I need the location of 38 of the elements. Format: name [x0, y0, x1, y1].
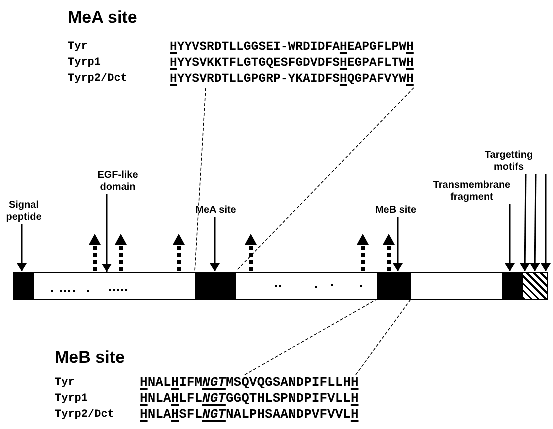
- domain-segment: [12, 272, 34, 300]
- section-heading: MeB site: [55, 348, 125, 368]
- hatched-segment: [522, 272, 548, 300]
- protein-bar: [13, 272, 548, 300]
- row-label: Tyr: [68, 41, 88, 54]
- arrow: [210, 217, 220, 272]
- annotation-label: MeA site: [188, 205, 244, 217]
- leader-line: [236, 88, 414, 272]
- arrow: [541, 174, 551, 272]
- arrow: [102, 194, 112, 272]
- leader-line: [194, 88, 206, 272]
- sequence-text: HNLAHLFLNGTGGQTHLSPNDPIFVLLH: [140, 392, 359, 406]
- arrow: [393, 217, 403, 272]
- sequence-text: HNALHIFMNGTMSQVQGSANDPIFLLHH: [140, 376, 359, 390]
- row-label: Tyrp2/Dct: [55, 409, 114, 422]
- annotation-label: Transmembrane fragment: [432, 180, 512, 204]
- arrow: [530, 174, 540, 272]
- domain-segment: [376, 272, 410, 300]
- section-heading: MeA site: [68, 8, 138, 28]
- leader-line: [356, 299, 412, 376]
- annotation-label: EGF-like domain: [88, 170, 148, 194]
- arrow: [520, 174, 530, 272]
- domain-segment: [194, 272, 236, 300]
- sequence-text: HYYSVKKTFLGTGQESFGDVDFSHEGPAFLTWH: [170, 56, 414, 70]
- annotation-label: MeB site: [368, 205, 424, 217]
- arrow: [17, 224, 27, 272]
- sequence-text: HNLAHSFLNGTNALPHSAANDPVFVVLH: [140, 408, 359, 422]
- arrow: [505, 204, 515, 272]
- sequence-text: HYYVSRDTLLGGSEI-WRDIDFAHEAPGFLPWH: [170, 40, 414, 54]
- row-label: Tyrp2/Dct: [68, 73, 128, 86]
- domain-segment: [502, 272, 522, 300]
- row-label: Tyr: [55, 377, 75, 390]
- annotation-label: Targetting motifs: [470, 150, 548, 174]
- sequence-text: HYYSVRDTLLGPGRP-YKAIDFSHQGPAFVYWH: [170, 72, 414, 86]
- annotation-label: Signal peptide: [2, 200, 46, 224]
- row-label: Tyrp1: [68, 57, 102, 70]
- row-label: Tyrp1: [55, 393, 88, 406]
- leader-line: [244, 299, 378, 376]
